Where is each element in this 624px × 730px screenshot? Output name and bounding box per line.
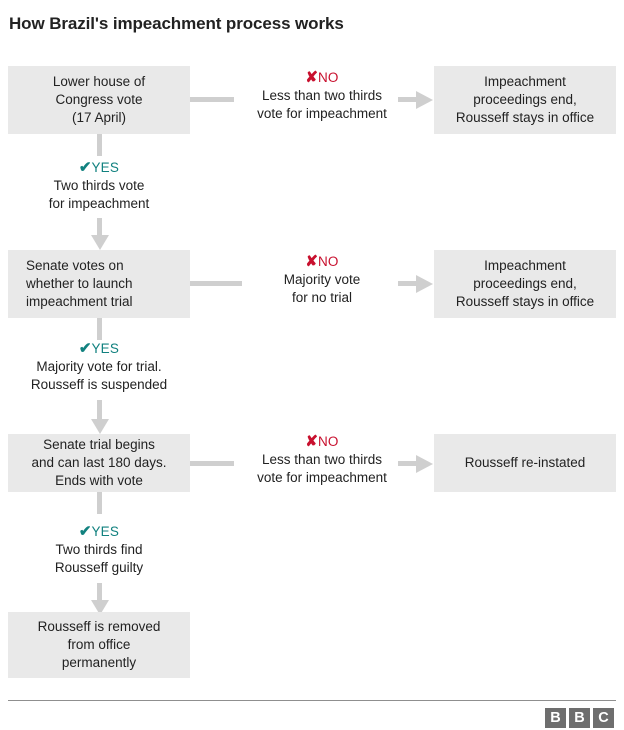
branch-no-2-heading: ✘NO [252, 252, 392, 271]
connector-varrow-yes1-bottom [90, 218, 109, 250]
node-proceedings-end-2-text: Impeachment proceedings end, Rousseff st… [455, 258, 595, 309]
connector-line-row2-left [190, 281, 242, 286]
branch-no-3-heading: ✘NO [232, 432, 412, 451]
branch-no-3-body: Less than two thirds vote for impeachmen… [257, 452, 387, 485]
branch-yes-3-body: Two thirds find Rousseff guilty [54, 542, 144, 575]
footer-divider [8, 700, 616, 701]
branch-no-1-word: NO [317, 70, 339, 85]
branch-no-1-body: Less than two thirds vote for impeachmen… [257, 88, 387, 121]
branch-no-2-body: Majority vote for no trial [283, 272, 361, 305]
branch-yes-2-word: YES [91, 341, 120, 356]
branch-yes-1-word: YES [91, 160, 120, 175]
connector-arrow-row3-right [398, 454, 433, 473]
branch-label-no-3: ✘NO Less than two thirds vote for impeac… [232, 432, 412, 487]
node-lower-house-vote-text: Lower house of Congress vote (17 April) [52, 74, 146, 125]
branch-label-yes-3: ✔YES Two thirds find Rousseff guilty [9, 522, 189, 577]
node-lower-house-vote: Lower house of Congress vote (17 April) [8, 66, 190, 134]
check-icon: ✔ [78, 340, 92, 357]
node-proceedings-end-1: Impeachment proceedings end, Rousseff st… [434, 66, 616, 134]
branch-label-yes-2: ✔YES Majority vote for trial. Rousseff i… [9, 339, 189, 394]
node-rousseff-reinstated: Rousseff re-instated [434, 434, 616, 492]
branch-no-3-word: NO [317, 434, 339, 449]
connector-varrow-yes3-bottom [90, 583, 109, 615]
connector-arrow-row1-right [398, 90, 433, 109]
branch-yes-1-body: Two thirds vote for impeachment [48, 178, 150, 211]
connector-varrow-yes2-bottom [90, 400, 109, 434]
check-icon: ✔ [78, 159, 92, 176]
branch-no-1-heading: ✘NO [232, 68, 412, 87]
connector-line-row3-left [190, 461, 234, 466]
branch-label-yes-1: ✔YES Two thirds vote for impeachment [9, 158, 189, 213]
node-proceedings-end-2: Impeachment proceedings end, Rousseff st… [434, 250, 616, 318]
node-rousseff-reinstated-text: Rousseff re-instated [464, 455, 586, 470]
bbc-logo-letter-3: C [593, 708, 614, 728]
branch-label-no-1: ✘NO Less than two thirds vote for impeac… [232, 68, 412, 123]
branch-no-2-word: NO [317, 254, 339, 269]
branch-label-no-2: ✘NO Majority vote for no trial [252, 252, 392, 307]
node-senate-trial: Senate trial begins and can last 180 day… [8, 434, 190, 492]
bbc-logo-letter-2: B [569, 708, 590, 728]
node-proceedings-end-1-text: Impeachment proceedings end, Rousseff st… [455, 74, 595, 125]
bbc-logo: B B C [545, 708, 614, 728]
cross-icon: ✘ [305, 69, 318, 86]
branch-yes-2-heading: ✔YES [9, 339, 189, 358]
connector-vline-yes1-top [97, 134, 102, 156]
branch-yes-2-body: Majority vote for trial. Rousseff is sus… [30, 359, 168, 392]
connector-arrow-row2-right [398, 274, 433, 293]
node-senate-trial-text: Senate trial begins and can last 180 day… [31, 437, 167, 488]
connector-vline-yes3-top [97, 492, 102, 514]
node-senate-launch-vote-text: Senate votes on whether to launch impeac… [26, 258, 133, 309]
cross-icon: ✘ [305, 433, 318, 450]
node-senate-launch-vote: Senate votes on whether to launch impeac… [8, 250, 190, 318]
branch-yes-1-heading: ✔YES [9, 158, 189, 177]
check-icon: ✔ [78, 523, 92, 540]
branch-yes-3-heading: ✔YES [9, 522, 189, 541]
connector-line-row1-left [190, 97, 234, 102]
page-title: How Brazil's impeachment process works [9, 14, 344, 33]
node-rousseff-removed-text: Rousseff is removed from office permanen… [37, 619, 161, 670]
branch-yes-3-word: YES [91, 524, 120, 539]
cross-icon: ✘ [305, 253, 318, 270]
connector-vline-yes2-top [97, 318, 102, 340]
bbc-logo-letter-1: B [545, 708, 566, 728]
node-rousseff-removed: Rousseff is removed from office permanen… [8, 612, 190, 678]
